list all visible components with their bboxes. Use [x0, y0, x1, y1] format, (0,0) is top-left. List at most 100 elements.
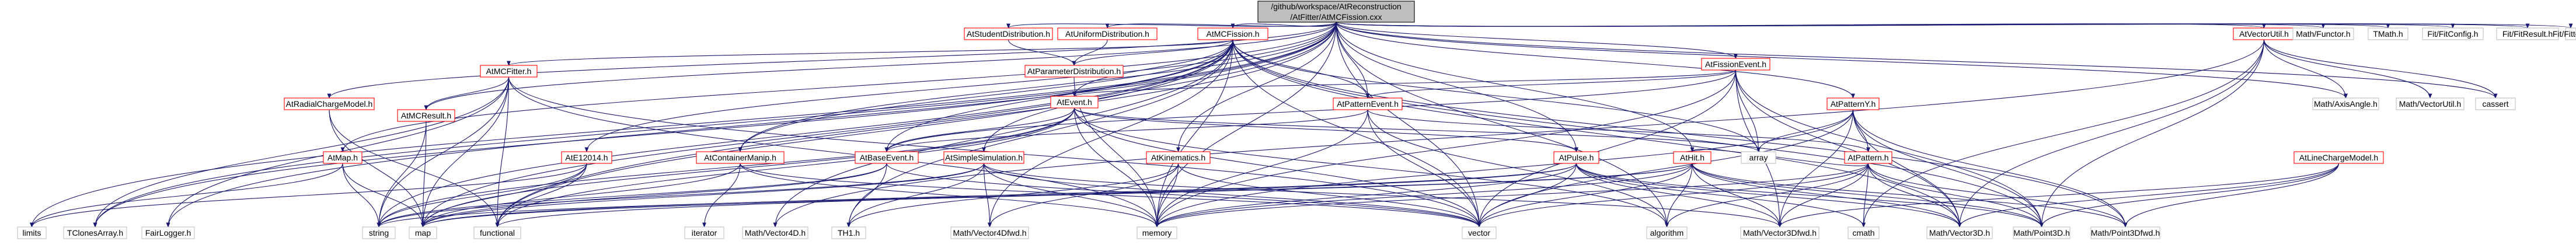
node-label: vector — [1468, 228, 1490, 237]
node-mcresult[interactable]: AtMCResult.h — [397, 109, 455, 122]
node-label: map — [415, 228, 431, 237]
node-studentdist[interactable]: AtStudentDistribution.h — [964, 27, 1053, 40]
node-uniformdist[interactable]: AtUniformDistribution.h — [1057, 27, 1158, 40]
node-box — [409, 226, 437, 239]
node-mcfitter[interactable]: AtMCFitter.h — [480, 65, 538, 78]
node-root[interactable]: /github/workspace/AtReconstruction/AtFit… — [1257, 1, 1415, 23]
node-vectorutil[interactable]: AtVectorUtil.h — [2233, 27, 2295, 40]
include-edge — [1780, 163, 2340, 228]
include-edge — [990, 39, 1233, 227]
include-edge — [497, 163, 587, 227]
include-edge — [1960, 39, 2265, 227]
include-edge — [379, 163, 1693, 228]
include-edge — [497, 39, 1233, 227]
node-box — [855, 151, 919, 164]
node-box — [2090, 226, 2160, 239]
node-simplesim[interactable]: AtSimpleSimulation.h — [943, 151, 1024, 164]
node-label: Fit/FitConfig.h — [2427, 29, 2478, 39]
node-point3d: Math/Point3D.h — [2013, 226, 2070, 239]
node-atmap[interactable]: AtMap.h — [323, 151, 362, 164]
node-vectorutilh: Math/VectorUtil.h — [2396, 97, 2465, 110]
node-ate12014[interactable]: AtE12014.h — [561, 151, 612, 164]
include-edge — [1864, 39, 2265, 227]
include-edge — [1960, 163, 2340, 228]
node-cmath: cmath — [1848, 226, 1880, 239]
include-edge — [1852, 109, 1869, 152]
include-edge — [849, 163, 887, 227]
include-edge — [887, 39, 1233, 152]
include-edge — [423, 39, 1233, 227]
node-vector3d: Math/Vector3D.h — [1926, 226, 1993, 239]
node-linecharge[interactable]: AtLineChargeModel.h — [2293, 151, 2384, 164]
include-edge — [1692, 163, 1780, 227]
node-pulse[interactable]: AtPulse.h — [1553, 151, 1599, 164]
node-label: AtMap.h — [327, 153, 358, 162]
include-edge — [1232, 39, 1960, 227]
include-edge — [1735, 69, 1960, 227]
include-edge — [1852, 109, 2126, 227]
include-edge — [983, 163, 990, 227]
include-edge — [379, 107, 1075, 227]
include-edge — [1479, 163, 1869, 228]
node-label: AtMCFitter.h — [486, 67, 532, 76]
node-athit[interactable]: AtHit.h — [1673, 151, 1711, 164]
include-edge — [1157, 109, 1854, 227]
include-edge — [497, 107, 1075, 227]
include-edge — [740, 39, 1233, 152]
node-atevent[interactable]: AtEvent.h — [1050, 96, 1099, 109]
include-edge — [2125, 163, 2340, 227]
include-edge — [1575, 163, 1864, 227]
node-label: /AtFitter/AtMCFission.cxx — [1290, 12, 1382, 22]
include-edge — [32, 163, 587, 228]
node-patternevent[interactable]: AtPatternEvent.h — [1333, 97, 1403, 110]
node-box — [2013, 226, 2070, 239]
node-patterny[interactable]: AtPatternY.h — [1826, 97, 1880, 110]
node-atpattern[interactable]: AtPattern.h — [1844, 151, 1892, 164]
edges-layer — [32, 22, 2571, 228]
node-box — [1826, 97, 1880, 110]
include-edge — [1232, 39, 2042, 227]
include-edge — [423, 163, 1693, 228]
node-paramdist[interactable]: AtParameterDistribution.h — [1024, 65, 1124, 78]
node-box — [362, 226, 396, 239]
node-box — [480, 65, 538, 78]
include-edge — [1864, 163, 1869, 227]
node-vector4d: Math/Vector4D.h — [742, 226, 808, 239]
node-label: TH1.h — [838, 228, 860, 237]
node-label: memory — [1142, 228, 1172, 237]
node-label: AtEvent.h — [1057, 97, 1092, 107]
node-kinematics[interactable]: AtKinematics.h — [1146, 151, 1211, 164]
node-label: TMath.h — [2373, 29, 2403, 39]
node-mcfission[interactable]: AtMCFission.h — [1197, 27, 1268, 40]
node-radialcharge[interactable]: AtRadialChargeModel.h — [284, 97, 375, 110]
include-edge — [1780, 163, 1869, 227]
include-edge — [1735, 69, 1759, 152]
include-edge — [1157, 39, 1233, 227]
node-containermanip[interactable]: AtContainerManip.h — [696, 151, 785, 164]
node-label: AtPatternEvent.h — [1337, 99, 1399, 109]
include-edge — [426, 76, 510, 110]
node-label: Math/VectorUtil.h — [2399, 99, 2462, 109]
node-box — [323, 151, 362, 164]
include-edge — [1692, 163, 2125, 228]
include-edge — [95, 39, 1233, 227]
node-baseevent[interactable]: AtBaseEvent.h — [855, 151, 919, 164]
node-label: AtPulse.h — [1559, 153, 1594, 162]
node-box — [2368, 27, 2408, 40]
include-edge — [1692, 163, 2042, 228]
node-label: array — [1749, 153, 1768, 162]
node-label: TClonesArray.h — [67, 228, 123, 237]
node-box — [1673, 151, 1711, 164]
node-box — [1257, 1, 1415, 23]
include-edge — [1073, 107, 1577, 152]
include-edge — [1232, 39, 1479, 227]
include-edge — [1575, 163, 1780, 227]
node-label: Math/AxisAngle.h — [2314, 99, 2378, 109]
include-edge — [587, 22, 1337, 152]
include-edge — [1232, 39, 1759, 152]
include-edge — [775, 39, 2265, 227]
include-edge — [1073, 107, 1759, 152]
node-fissionevent[interactable]: AtFissionEvent.h — [1701, 58, 1770, 71]
node-box — [17, 226, 47, 239]
node-label: /github/workspace/AtReconstruction — [1271, 2, 1401, 11]
